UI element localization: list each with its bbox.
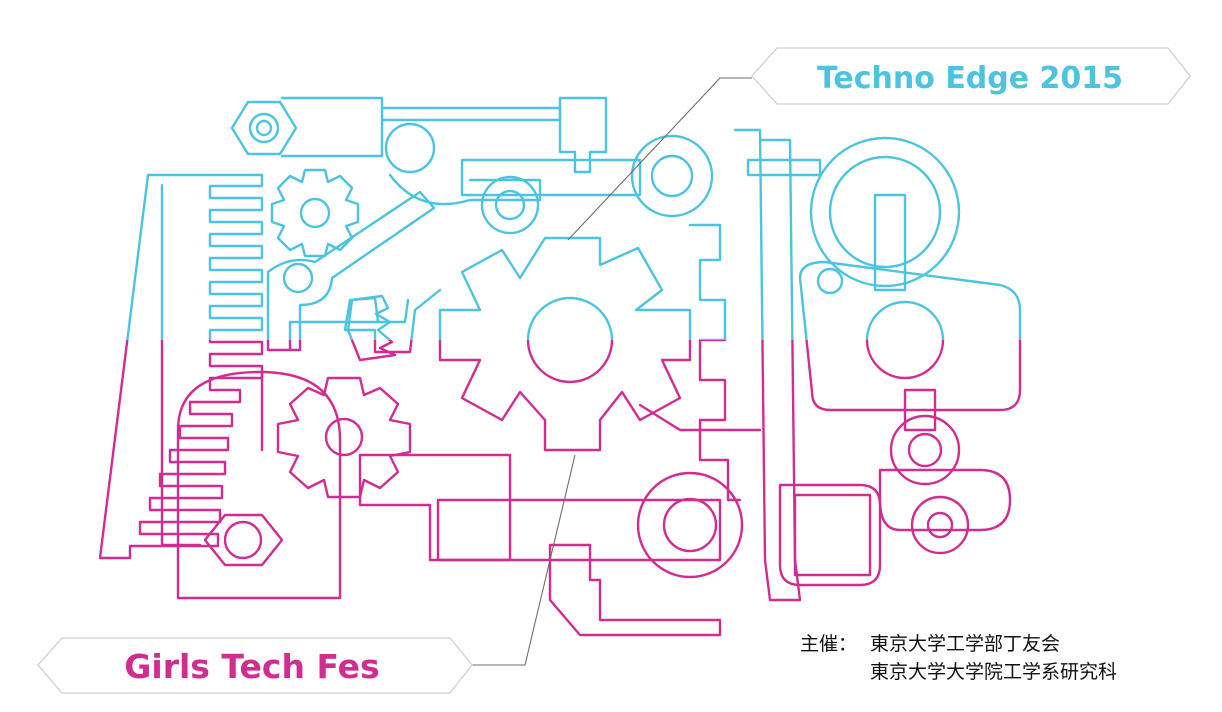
leader-lines <box>460 77 752 666</box>
techno-edge-title: Techno Edge 2015 <box>817 61 1123 96</box>
girls-tech-fes-label: Girls Tech Fes <box>37 637 473 694</box>
organizer-line-2: 東京大学大学院工学系研究科 <box>870 661 1118 683</box>
girls-tech-fes-title: Girls Tech Fes <box>124 647 379 686</box>
organizer-block: 主催： 東京大学工学部丁友会 東京大学大学院工学系研究科 <box>800 630 1117 686</box>
organizer-line-1: 東京大学工学部丁友会 <box>870 633 1061 655</box>
organizer-label: 主催： <box>800 633 858 655</box>
machine-line-art-magenta <box>98 340 1022 637</box>
techno-edge-label: Techno Edge 2015 <box>751 47 1191 105</box>
